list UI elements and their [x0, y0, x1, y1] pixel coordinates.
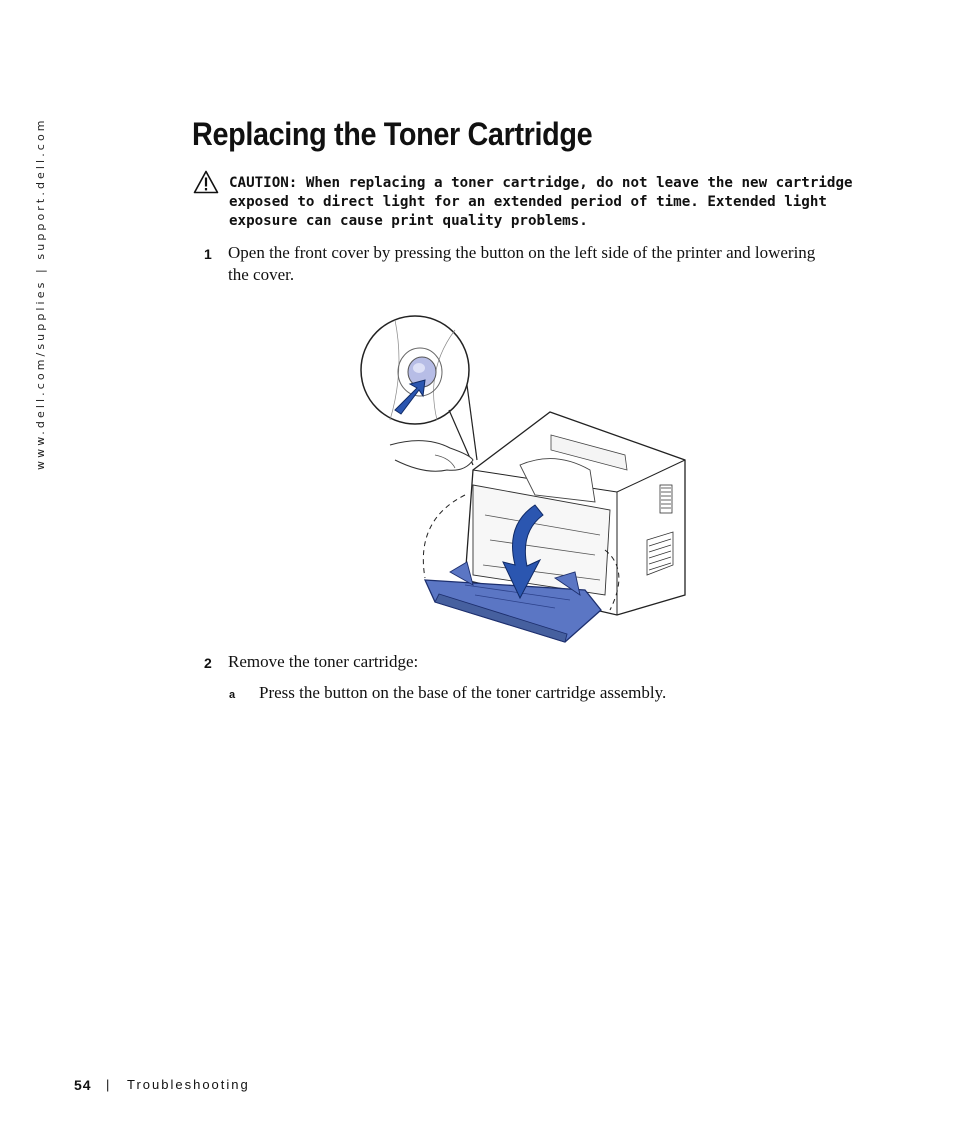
step-text: Open the front cover by pressing the but… [228, 243, 816, 284]
substep-letter: a [229, 689, 236, 701]
caution-text: CAUTION: When replacing a toner cartridg… [229, 175, 853, 229]
page-title: Replacing the Toner Cartridge [192, 116, 593, 152]
footer-separator: | [106, 1077, 110, 1092]
page-number: 54 [74, 1077, 92, 1093]
substep-text: Press the button on the base of the tone… [259, 683, 667, 702]
warning-triangle-icon [193, 170, 219, 194]
printer-front-cover-illustration [360, 315, 686, 643]
footer-section-name: Troubleshooting [127, 1077, 250, 1092]
step-text: Remove the toner cartridge: [228, 652, 419, 671]
step-number: 1 [204, 246, 212, 262]
step-number: 2 [204, 655, 212, 671]
sidebar-url: www.dell.com/supplies | support.dell.com [34, 117, 47, 470]
